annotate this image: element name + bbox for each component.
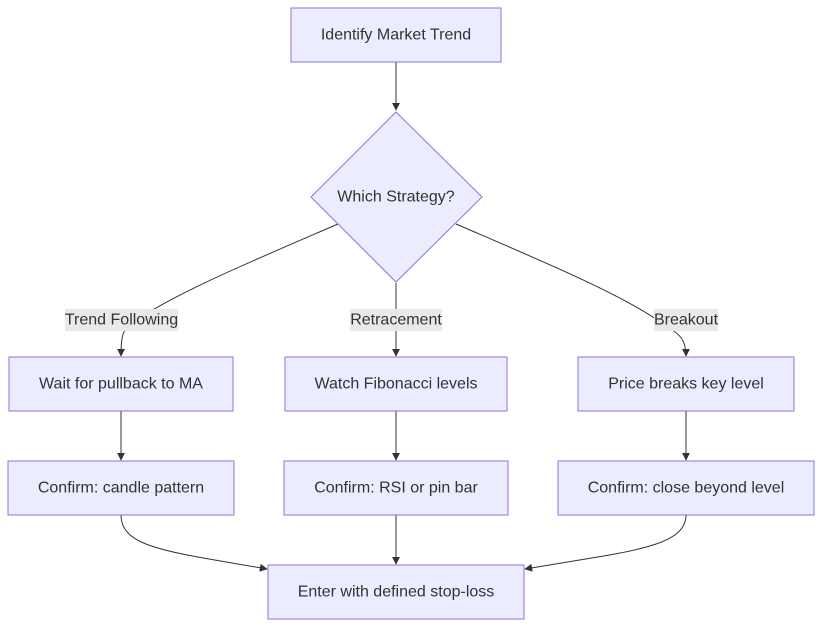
edge-strategy-to-pullback xyxy=(117,223,339,357)
node-which-strategy-decision: Which Strategy? xyxy=(310,111,483,283)
edge-candle-to-enter xyxy=(120,514,268,572)
edge-close-to-enter xyxy=(524,514,687,572)
svg-text:Confirm: close beyond level: Confirm: close beyond level xyxy=(588,480,785,497)
node-confirm-close-beyond-level: Confirm: close beyond level xyxy=(557,460,815,516)
svg-text:Retracement: Retracement xyxy=(350,312,442,329)
svg-text:Trend Following: Trend Following xyxy=(65,312,178,329)
svg-text:Breakout: Breakout xyxy=(654,312,719,329)
svg-text:Watch Fibonacci levels: Watch Fibonacci levels xyxy=(314,376,477,393)
node-wait-for-pullback: Wait for pullback to MA xyxy=(8,356,234,412)
node-confirm-rsi-or-pin-bar: Confirm: RSI or pin bar xyxy=(283,460,509,516)
edge-strategy-to-breaks xyxy=(455,223,690,357)
svg-text:Identify Market Trend: Identify Market Trend xyxy=(321,27,471,44)
node-watch-fibonacci: Watch Fibonacci levels xyxy=(284,356,508,412)
node-price-breaks-key-level: Price breaks key level xyxy=(577,356,795,412)
svg-text:Confirm: RSI or pin bar: Confirm: RSI or pin bar xyxy=(314,480,478,497)
edge-label-retracement: Retracement xyxy=(350,309,442,331)
svg-text:Wait for pullback to MA: Wait for pullback to MA xyxy=(39,376,203,393)
edge-label-trend-following: Trend Following xyxy=(65,309,178,331)
svg-text:Confirm: candle pattern: Confirm: candle pattern xyxy=(38,480,204,497)
node-identify-market-trend: Identify Market Trend xyxy=(290,7,502,63)
svg-text:Price breaks key level: Price breaks key level xyxy=(608,376,764,393)
node-enter-with-stop-loss: Enter with defined stop-loss xyxy=(267,564,525,620)
edge-label-breakout: Breakout xyxy=(654,309,719,331)
svg-text:Enter with defined stop-loss: Enter with defined stop-loss xyxy=(298,584,495,601)
node-confirm-candle-pattern: Confirm: candle pattern xyxy=(7,460,235,516)
svg-text:Which Strategy?: Which Strategy? xyxy=(337,189,454,206)
